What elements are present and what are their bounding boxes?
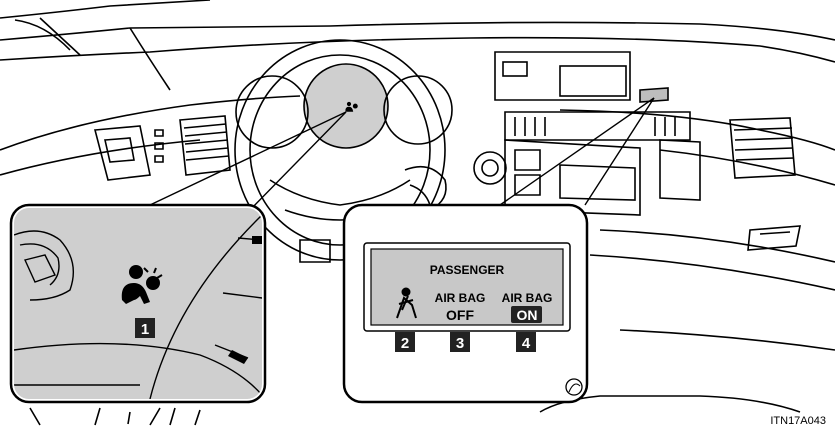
- passenger-panel-inset: PASSENGER AIR BAG OFF AIR BAG ON 2 3 4: [344, 205, 587, 402]
- callout-2-label: 2: [401, 335, 409, 352]
- passenger-header: PASSENGER: [430, 263, 505, 277]
- figure-code: ITN17A043: [770, 415, 826, 427]
- airbag-off-top: AIR BAG: [435, 291, 486, 305]
- callout-4-label: 4: [522, 335, 531, 352]
- airbag-on-bottom: ON: [517, 307, 538, 323]
- airbag-off-bottom: OFF: [446, 307, 474, 323]
- airbag-on-top: AIR BAG: [502, 291, 553, 305]
- gauge-closeup-inset: 1: [11, 205, 265, 402]
- callout-1-label: 1: [141, 321, 149, 338]
- callout-3-label: 3: [456, 335, 464, 352]
- callout-pointers: [150, 98, 654, 210]
